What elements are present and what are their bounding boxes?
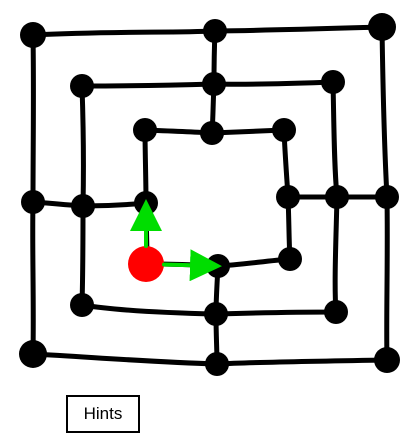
board-point-b2[interactable] — [70, 74, 94, 98]
board-point-d1[interactable] — [203, 19, 227, 43]
board-point-b6[interactable] — [70, 293, 94, 317]
board-point-d2[interactable] — [202, 72, 226, 96]
board-nodes — [19, 13, 400, 376]
move-hint-arrow-c5-to-d5 — [161, 249, 222, 282]
board-point-d3[interactable] — [200, 121, 224, 145]
board-pieces — [128, 246, 164, 282]
board-point-f6[interactable] — [324, 300, 348, 324]
board-point-e4[interactable] — [276, 185, 300, 209]
board-point-d7[interactable] — [205, 352, 229, 376]
board-point-e5[interactable] — [278, 247, 302, 271]
board-point-b4[interactable] — [71, 194, 95, 218]
board-point-e3[interactable] — [272, 118, 296, 142]
board-point-f2[interactable] — [321, 70, 345, 94]
inner-square — [142, 127, 293, 269]
board-point-d6[interactable] — [204, 302, 228, 326]
board-point-g1[interactable] — [368, 13, 396, 41]
hints-button[interactable]: Hints — [66, 395, 140, 433]
board-point-g7[interactable] — [374, 347, 400, 373]
red-piece[interactable] — [128, 246, 164, 282]
board-point-a1[interactable] — [20, 22, 46, 48]
board-point-g4[interactable] — [375, 185, 399, 209]
board-point-a7[interactable] — [19, 340, 47, 368]
board-point-a4[interactable] — [21, 190, 45, 214]
board-point-f4[interactable] — [325, 185, 349, 209]
board-point-c3[interactable] — [133, 118, 157, 142]
move-hints — [130, 199, 222, 282]
